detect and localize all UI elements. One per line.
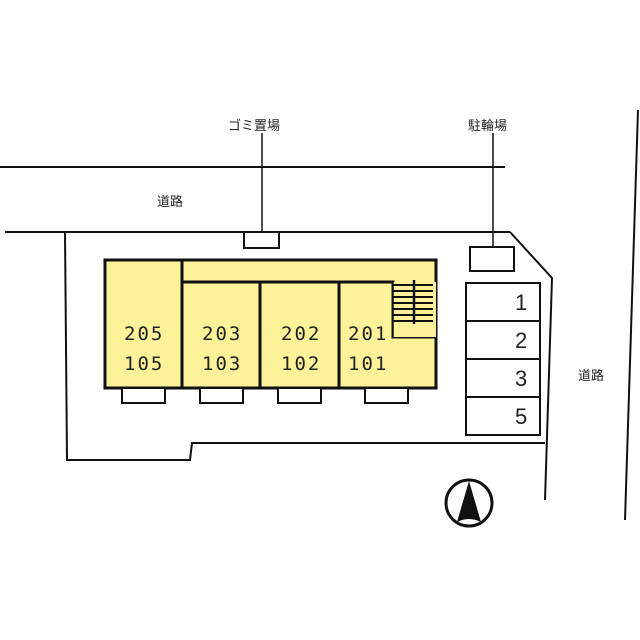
parking-slot xyxy=(465,396,541,436)
unit-label-105: 105 xyxy=(124,353,164,375)
parking-slot xyxy=(465,358,541,398)
unit-front-box xyxy=(364,387,409,404)
stairs-icon xyxy=(392,280,436,337)
road-right-far-edge xyxy=(624,109,639,521)
unit-label-103: 103 xyxy=(202,353,242,375)
parking-slot xyxy=(465,320,541,360)
lot-boundary-bottom xyxy=(64,231,545,461)
bicycle-parking-box xyxy=(469,246,515,272)
garbage-area-label: ゴミ置場 xyxy=(228,118,280,134)
unit-label-205: 205 xyxy=(124,323,164,345)
unit-label-202: 202 xyxy=(281,323,321,345)
unit-label-203: 203 xyxy=(202,323,242,345)
north-arrow-icon xyxy=(444,478,494,528)
unit-label-102: 102 xyxy=(281,353,321,375)
unit-front-box xyxy=(199,387,244,404)
garbage-area-box xyxy=(243,231,280,249)
unit-front-box xyxy=(277,387,322,404)
bicycle-parking-label: 駐輪場 xyxy=(468,118,507,134)
unit-front-box xyxy=(121,387,166,404)
parking-slot xyxy=(465,282,541,322)
parking-slot-label: 1 xyxy=(515,290,527,315)
unit-label-101: 101 xyxy=(348,353,388,375)
unit-label-201: 201 xyxy=(348,323,388,345)
road-right-label: 道路 xyxy=(578,368,604,384)
parking-slot-label: 5 xyxy=(515,404,527,429)
lot-boundary-right xyxy=(509,231,554,501)
parking-slot-label: 2 xyxy=(515,328,527,353)
road-top-label: 道路 xyxy=(157,194,183,210)
parking-slot-label: 3 xyxy=(515,366,527,391)
